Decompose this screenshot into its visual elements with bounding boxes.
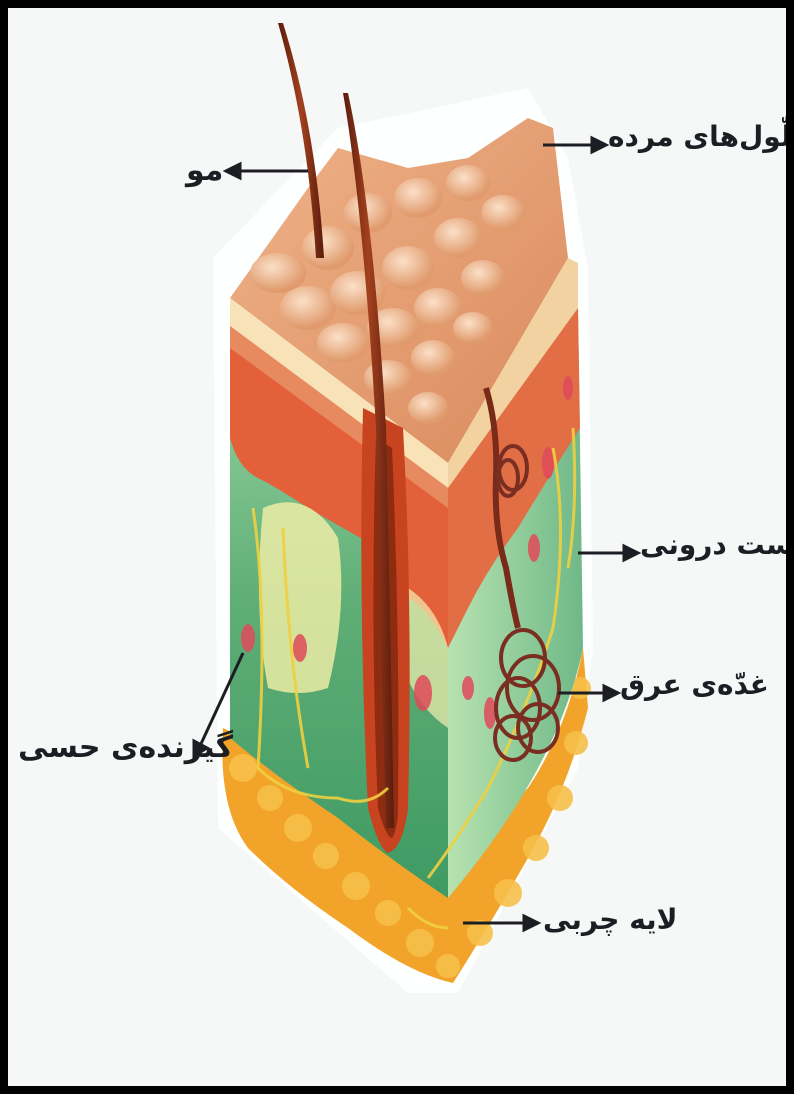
label-sweat-gland: غدّه‌ی عرق [620,668,769,701]
label-fat-layer: لایه چربی [543,903,678,936]
label-hair: مو [186,153,223,188]
label-sensory-receptor: گیرنده‌ی حسی [18,730,233,765]
diagram-frame: مو سلّول‌های مرده پوست درونی غدّه‌ی عرق … [8,8,786,1086]
label-dermis: پوست درونی [640,528,786,561]
label-dead-cells: سلّول‌های مرده [608,120,786,153]
